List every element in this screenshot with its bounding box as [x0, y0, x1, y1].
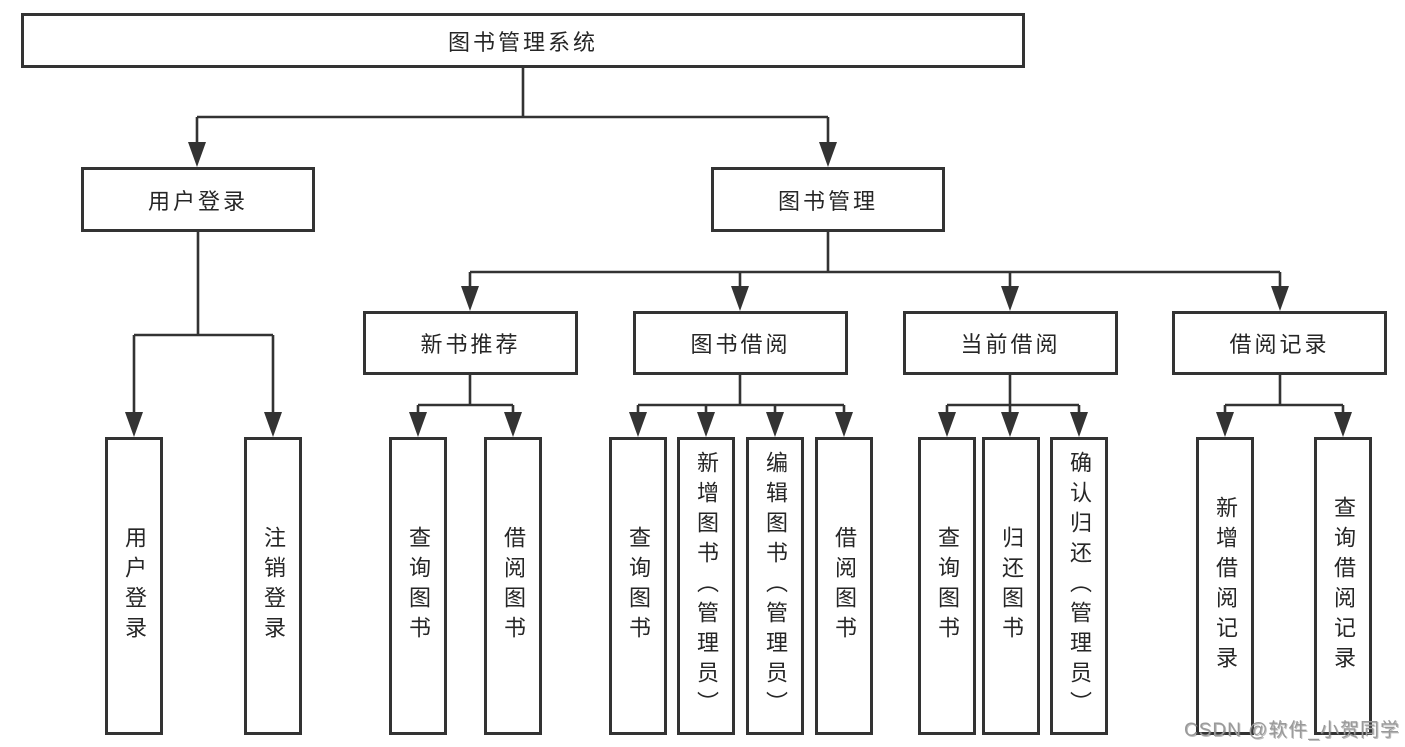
- leaf-bb-borrow-books: 借阅图书: [815, 437, 873, 735]
- leaf-bb-edit-books-admin-label: 编辑图书（管理员）: [763, 451, 788, 721]
- leaf-cb-confirm-return-admin-label: 确认归还（管理员）: [1067, 451, 1092, 721]
- leaf-logout-label: 注销登录: [261, 526, 286, 646]
- node-library-system: 图书管理系统: [21, 13, 1025, 68]
- leaf-logout: 注销登录: [244, 437, 302, 735]
- node-book-management: 图书管理: [711, 167, 945, 232]
- leaf-user-login-label: 用户登录: [122, 526, 147, 646]
- leaf-bb-borrow-books-label: 借阅图书: [832, 526, 857, 646]
- leaf-nb-query-books: 查询图书: [389, 437, 447, 735]
- leaf-bb-query-books-label: 查询图书: [626, 526, 651, 646]
- node-new-book-recommend: 新书推荐: [363, 311, 578, 375]
- leaf-bb-add-books-admin-label: 新增图书（管理员）: [694, 451, 719, 721]
- leaf-cb-return-books: 归还图书: [982, 437, 1040, 735]
- arrowhead-icons: [125, 142, 1352, 437]
- leaf-br-add-record: 新增借阅记录: [1196, 437, 1254, 735]
- leaf-cb-query-books-label: 查询图书: [935, 526, 960, 646]
- node-user-login: 用户登录: [81, 167, 315, 232]
- leaf-nb-borrow-books-label: 借阅图书: [501, 526, 526, 646]
- leaf-bb-query-books: 查询图书: [609, 437, 667, 735]
- leaf-nb-query-books-label: 查询图书: [406, 526, 431, 646]
- leaf-nb-borrow-books: 借阅图书: [484, 437, 542, 735]
- leaf-br-add-record-label: 新增借阅记录: [1213, 496, 1238, 676]
- node-book-borrowing: 图书借阅: [633, 311, 848, 375]
- csdn-watermark: CSDN @软件_小贺同学: [1184, 720, 1400, 741]
- leaf-user-login: 用户登录: [105, 437, 163, 735]
- leaf-br-query-record: 查询借阅记录: [1314, 437, 1372, 735]
- node-borrowing-records: 借阅记录: [1172, 311, 1387, 375]
- node-current-borrowing: 当前借阅: [903, 311, 1118, 375]
- leaf-bb-add-books-admin: 新增图书（管理员）: [677, 437, 735, 735]
- leaf-bb-edit-books-admin: 编辑图书（管理员）: [746, 437, 804, 735]
- leaf-cb-confirm-return-admin: 确认归还（管理员）: [1050, 437, 1108, 735]
- leaf-cb-query-books: 查询图书: [918, 437, 976, 735]
- leaf-br-query-record-label: 查询借阅记录: [1331, 496, 1356, 676]
- leaf-cb-return-books-label: 归还图书: [999, 526, 1024, 646]
